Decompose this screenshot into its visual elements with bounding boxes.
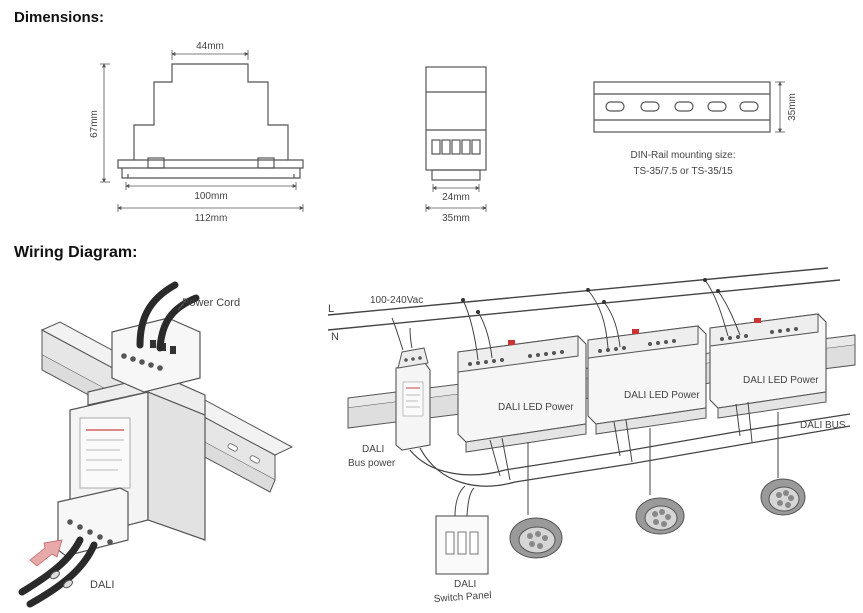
din-rail-height-label: 35mm [787,93,798,121]
line-l-wire [327,267,829,316]
driver-bus-taps [489,401,753,481]
led-downlight-3 [760,412,806,516]
dali-bus-wire-1 [409,413,851,476]
switch-panel-label-line2: Switch Panel [433,590,491,605]
dali-driver-1 [457,335,587,453]
switch-panel-label-line1: DALI [454,579,476,590]
driver-1-label: DALI LED Power [498,402,574,413]
wiring-diagram-heading: Wiring Diagram: [14,244,138,261]
dali-bus-wire-2 [419,425,851,487]
dali-bus-label: DALI BUS [800,420,846,431]
side-width-inner-label: 24mm [442,192,470,203]
mains-drop-wires [462,279,741,361]
side-view-drawing [425,66,487,181]
driver-3-label: DALI LED Power [743,375,819,386]
dimensions-heading: Dimensions: [14,9,105,26]
dali-switch-panel [435,485,489,575]
led-downlight-2 [635,428,685,535]
din-rail-drawing [593,81,771,133]
dali-bus-power-unit [395,347,431,451]
bus-power-label-line1: DALI [362,444,384,455]
front-dimension-lines [100,50,304,212]
power-cord-label: Power Cord [182,297,240,309]
dali-cable-label: DALI [90,579,114,591]
line-l-label: L [328,303,334,315]
front-width-inner-label: 100mm [194,191,227,202]
din-rail-dimension-line [775,81,785,133]
front-height-label: 67mm [89,110,100,138]
voltage-label: 100-240Vac [370,295,423,306]
driver-2-label: DALI LED Power [624,390,700,401]
din-rail-caption-line2: TS-35/7.5 or TS-35/15 [633,166,733,177]
bus-power-label-line2: Bus power [348,458,396,469]
din-rail-caption-line1: DIN-Rail mounting size: [630,150,735,161]
front-width-outer-label: 112mm [195,213,228,224]
dali-driver-2 [587,325,707,435]
module-3d-illustration [18,281,294,608]
dali-driver-3 [709,313,827,419]
led-downlight-1 [509,442,563,559]
side-dimension-lines [425,184,487,212]
side-width-outer-label: 35mm [442,213,470,224]
line-n-wire [327,279,841,331]
wire-junction-dots [461,278,720,314]
front-width-top-label: 44mm [196,41,224,52]
front-view-drawing [117,63,304,179]
line-n-label: N [331,331,339,343]
